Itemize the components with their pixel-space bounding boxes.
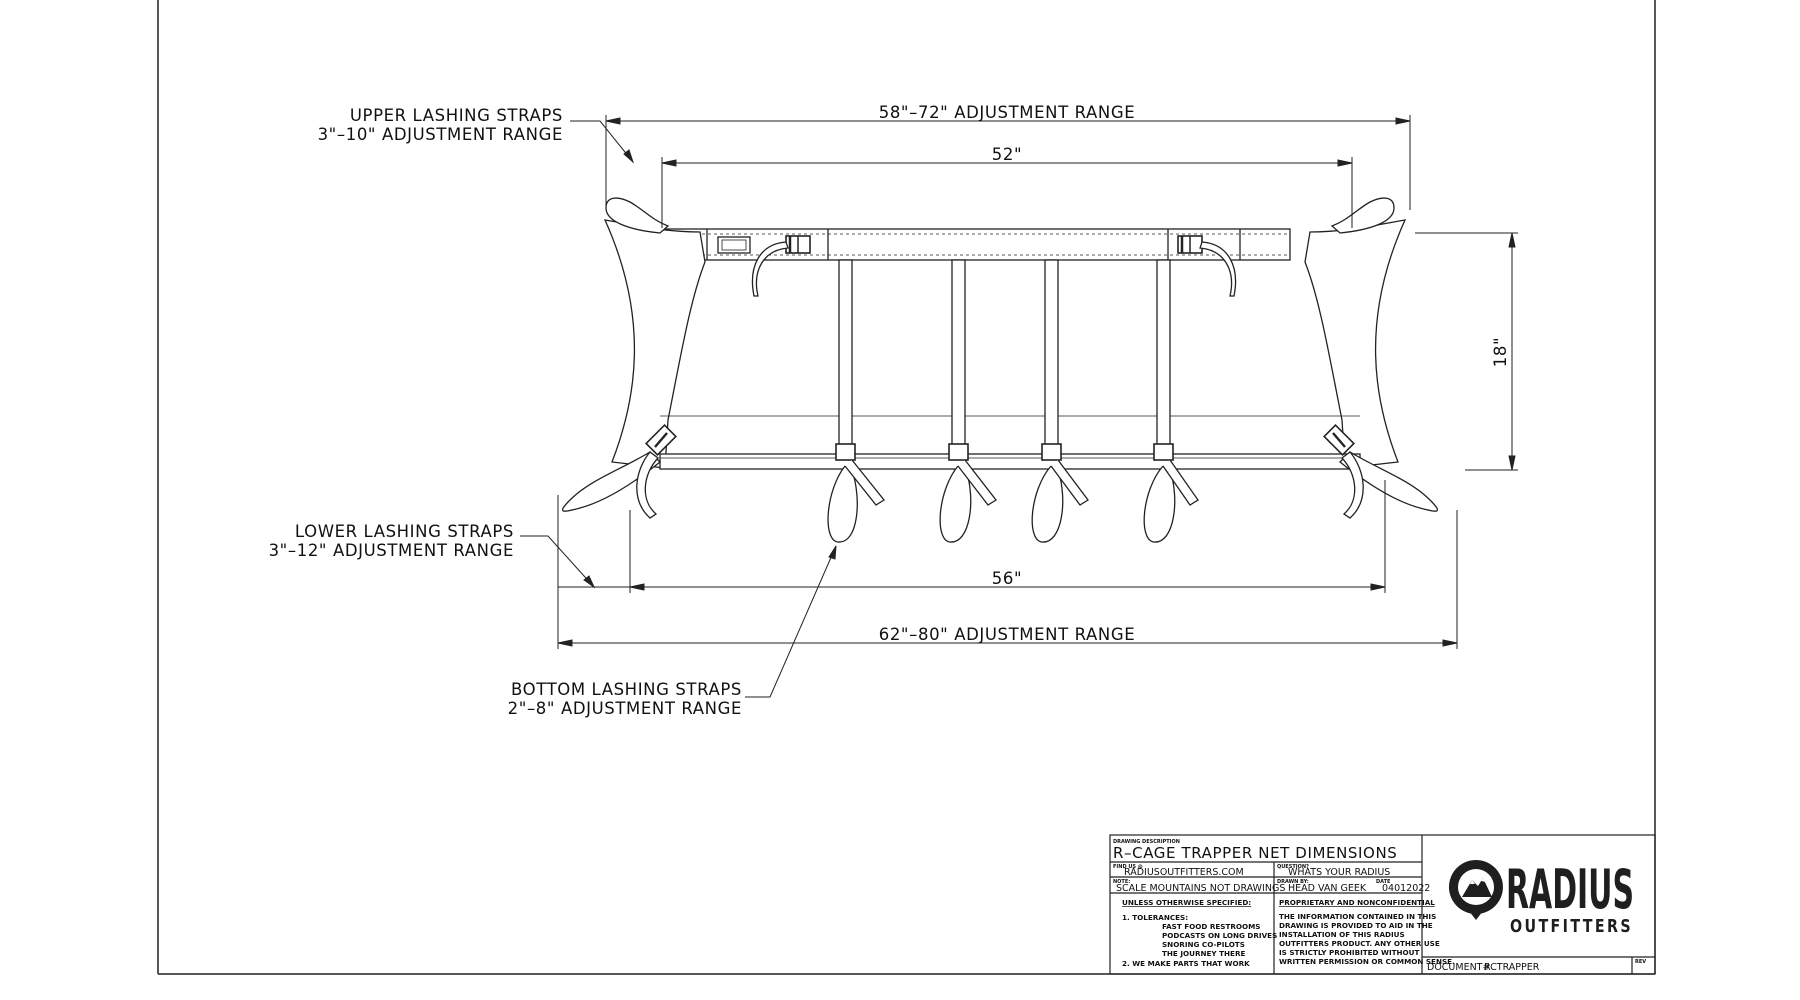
tolerance-b: PODCASTS ON LONG DRIVES [1162, 931, 1277, 940]
top-width-label: 52" [992, 145, 1022, 164]
callout-labels: UPPER LASHING STRAPS 3"–10" ADJUSTMENT R… [269, 106, 742, 718]
upper-left-loop [605, 197, 670, 234]
unless-heading: UNLESS OTHERWISE SPECIFIED: [1122, 898, 1251, 907]
tolerance-a: FAST FOOD RESTROOMS [1162, 922, 1260, 931]
drawn-by-value: HEAD VAN GEEK [1288, 883, 1367, 894]
date-label: DATE [1376, 879, 1391, 885]
date-value: 04012022 [1382, 883, 1430, 894]
document-value: RCTRAPPER [1484, 962, 1540, 973]
proprietary-line-4: OUTFITTERS PRODUCT. ANY OTHER USE [1279, 939, 1440, 948]
note-value: SCALE MOUNTAINS NOT DRAWINGS [1116, 883, 1285, 894]
trapper-net-drawing [561, 197, 1439, 543]
vertical-straps [838, 259, 1171, 457]
drawing-description: R–CAGE TRAPPER NET DIMENSIONS [1113, 844, 1397, 862]
right-side-panel [1304, 219, 1407, 469]
map-pin-mountain-icon [1448, 860, 1503, 920]
question-label: QUESTION? [1277, 864, 1309, 870]
tolerance-2: 2. WE MAKE PARTS THAT WORK [1122, 959, 1250, 968]
title-block: DRAWING DESCRIPTION R–CAGE TRAPPER NET D… [1109, 834, 1656, 975]
top-right-strap-tail [1199, 241, 1237, 297]
top-left-strap-tail [751, 241, 789, 297]
lower-straps-title: LOWER LASHING STRAPS [295, 522, 514, 541]
question-value: WHATS YOUR RADIUS [1288, 867, 1390, 878]
bottom-range-label: 62"–80" ADJUSTMENT RANGE [879, 625, 1136, 644]
proprietary-line-3: INSTALLATION OF THIS RADIUS [1279, 930, 1405, 939]
proprietary-line-2: DRAWING IS PROVIDED TO AID IN THE [1279, 921, 1433, 930]
upper-straps-range: 3"–10" ADJUSTMENT RANGE [318, 125, 563, 144]
top-right-buckle [1177, 235, 1203, 254]
bottom-width-label: 56" [992, 569, 1022, 588]
document-label: DOCUMENT# [1427, 962, 1490, 973]
lower-right-buckle [1323, 424, 1355, 456]
dimension-lines [557, 115, 1518, 649]
bottom-straps-title: BOTTOM LASHING STRAPS [511, 680, 742, 699]
leader-lines [520, 120, 837, 698]
bottom-loop-4 [1143, 443, 1199, 543]
lower-left-loop [561, 451, 661, 512]
lower-left-loop-tail [636, 451, 659, 519]
note-label: NOTE: [1113, 879, 1130, 885]
top-left-buckle [785, 235, 811, 254]
upper-straps-title: UPPER LASHING STRAPS [350, 106, 563, 125]
bottom-rail [659, 415, 1361, 470]
tolerance-1: 1. TOLERANCES: [1122, 913, 1188, 922]
proprietary-line-1: THE INFORMATION CONTAINED IN THIS [1279, 912, 1436, 921]
drawn-by-label: DRAWN BY: [1277, 879, 1309, 885]
proprietary-line-5: IS STRICTLY PROHIBITED WITHOUT [1279, 948, 1419, 957]
bottom-loop-2 [939, 443, 997, 543]
lower-right-loop-tail [1341, 451, 1364, 519]
logo-name: RADIUS [1506, 858, 1634, 921]
tolerance-d: THE JOURNEY THERE [1162, 949, 1245, 958]
logo-subtitle: OUTFITTERS [1510, 916, 1633, 937]
find-us-value: RADIUSOUTFITTERS.COM [1124, 867, 1244, 878]
left-side-panel [603, 219, 706, 469]
rev-label: REV [1635, 959, 1646, 965]
lower-straps-range: 3"–12" ADJUSTMENT RANGE [269, 541, 514, 560]
tolerance-c: SNORING CO-PILOTS [1162, 940, 1245, 949]
lower-right-loop [1339, 451, 1439, 512]
proprietary-line-6: WRITTEN PERMISSION OR COMMON SENSE. [1279, 957, 1455, 966]
bottom-loop-1 [827, 443, 885, 543]
top-range-label: 58"–72" ADJUSTMENT RANGE [879, 103, 1136, 122]
lower-left-buckle [645, 424, 677, 456]
find-us-label: FIND US @ [1113, 864, 1143, 870]
height-label: 18" [1491, 337, 1510, 367]
sheet-border [157, 0, 1656, 975]
bottom-straps-range: 2"–8" ADJUSTMENT RANGE [508, 699, 742, 718]
drawing-description-label: DRAWING DESCRIPTION [1113, 839, 1180, 845]
dimension-labels: 58"–72" ADJUSTMENT RANGE 52" 18" 56" 62"… [879, 103, 1510, 644]
proprietary-heading: PROPRIETARY AND NONCONFIDENTIAL [1279, 898, 1435, 907]
bottom-loop-3 [1031, 443, 1089, 543]
upper-right-loop [1330, 197, 1395, 234]
